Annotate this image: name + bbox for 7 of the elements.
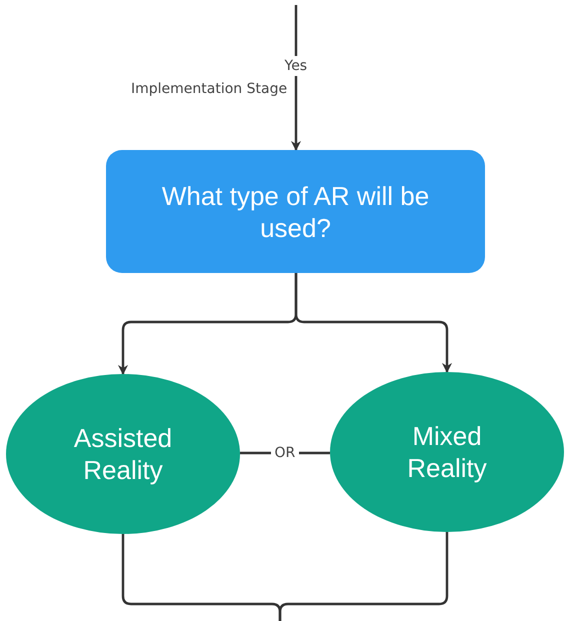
node-text: Mixed Reality: [406, 420, 488, 484]
node-text: What type of AR will be used?: [160, 180, 430, 244]
process-box: [106, 150, 485, 273]
arrow: [294, 273, 452, 373]
node-text: Assisted Reality: [72, 422, 174, 486]
stage-label: Implementation Stage: [131, 81, 288, 97]
connector-line: [278, 532, 448, 621]
